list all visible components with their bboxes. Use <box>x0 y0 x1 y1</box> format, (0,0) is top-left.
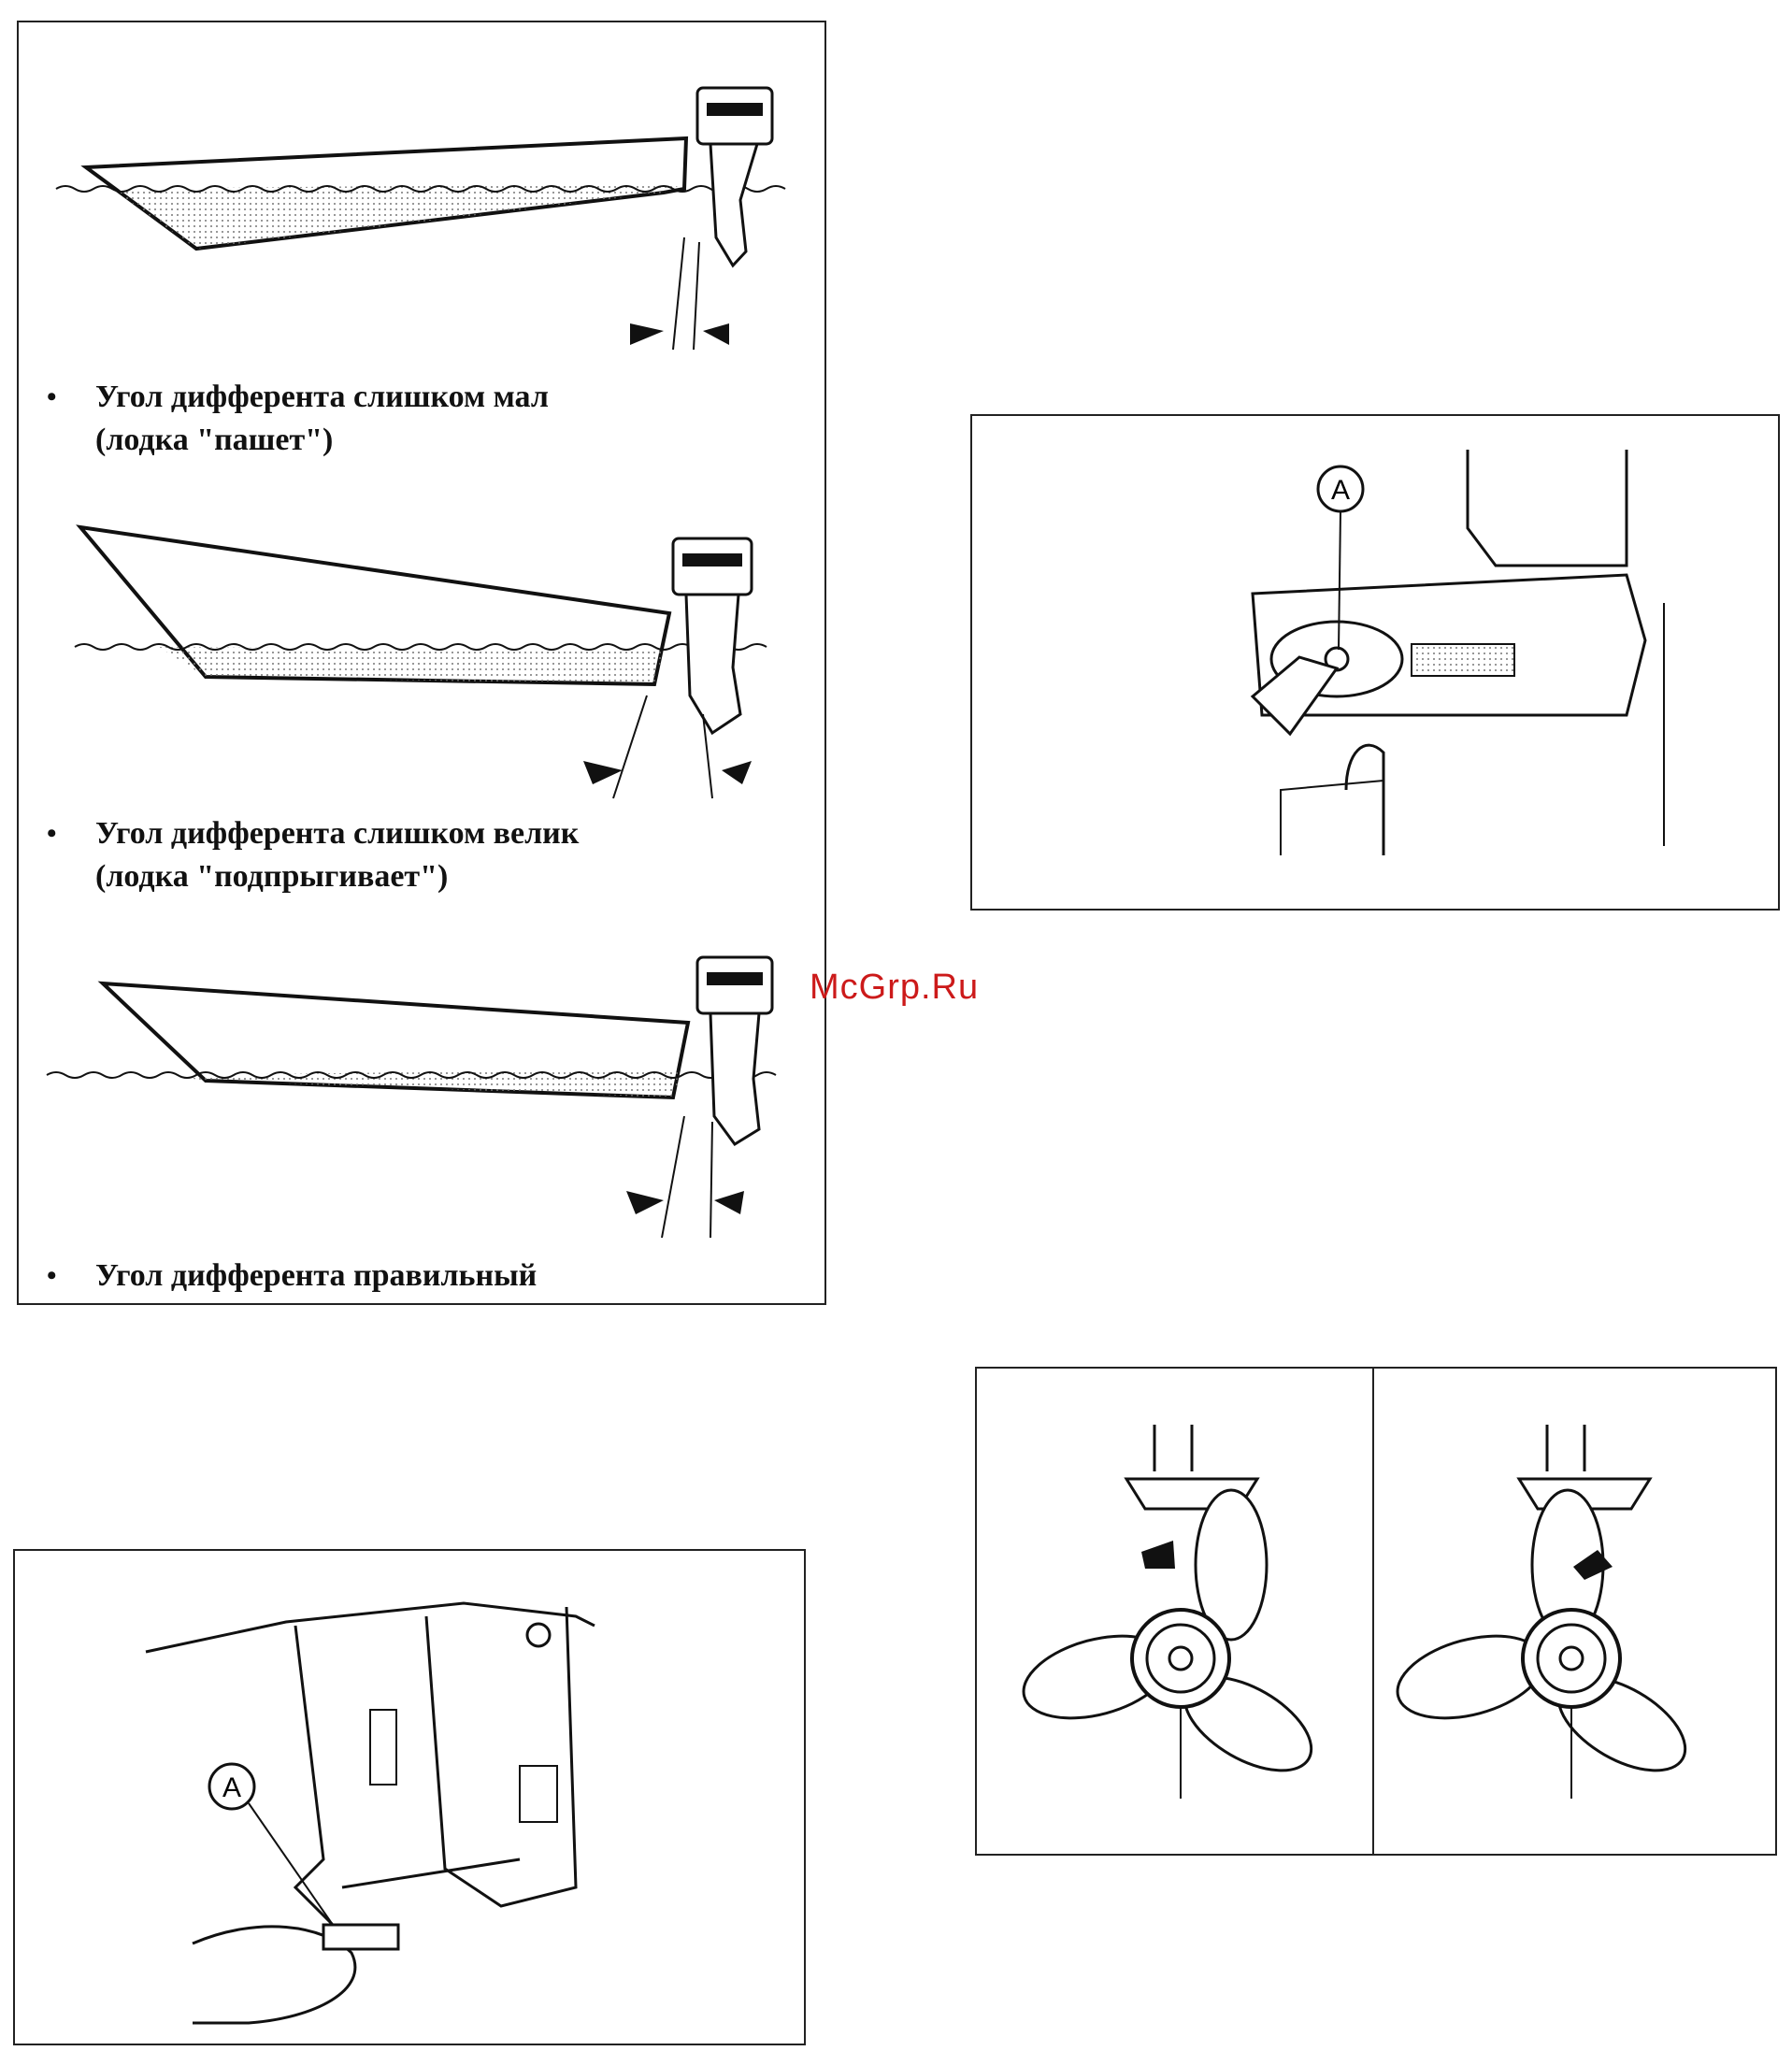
tilt-lever-drawing: A <box>15 1551 808 2047</box>
bullet: • <box>47 812 57 855</box>
boat-correct-drawing <box>47 957 776 1238</box>
trim-tab-panel: A <box>970 414 1780 911</box>
arrow-icon <box>1141 1541 1175 1569</box>
trim-angle-panel: • Угол дифферента слишком мал (лодка "па… <box>17 21 826 1305</box>
caption-line-2: (лодка "пашет") <box>95 419 333 462</box>
trim-tab-drawing: A <box>972 416 1782 912</box>
caption-line-2: (лодка "подпрыгивает") <box>95 855 448 898</box>
label-a: A <box>1331 475 1350 506</box>
boat-bouncing-drawing <box>75 527 767 798</box>
propeller-rotation-panel <box>975 1367 1777 1856</box>
bullet: • <box>47 1255 57 1298</box>
caption-line-1: Угол дифферента слишком мал <box>95 376 549 419</box>
label-a: A <box>222 1772 241 1803</box>
caption-line-1: Угол дифферента слишком велик <box>95 812 579 855</box>
propeller-left-drawing <box>1014 1425 1326 1799</box>
caption-line-1: Угол дифферента правильный <box>95 1255 537 1298</box>
bullet: • <box>47 376 57 419</box>
tilt-lever-panel: A <box>13 1549 806 2045</box>
boat-plowing-drawing <box>56 88 785 350</box>
propeller-drawings <box>977 1369 1779 1857</box>
propeller-right-drawing <box>1388 1425 1700 1799</box>
trim-angle-illustrations <box>19 22 828 1307</box>
watermark: McGrp.Ru <box>810 968 979 1008</box>
